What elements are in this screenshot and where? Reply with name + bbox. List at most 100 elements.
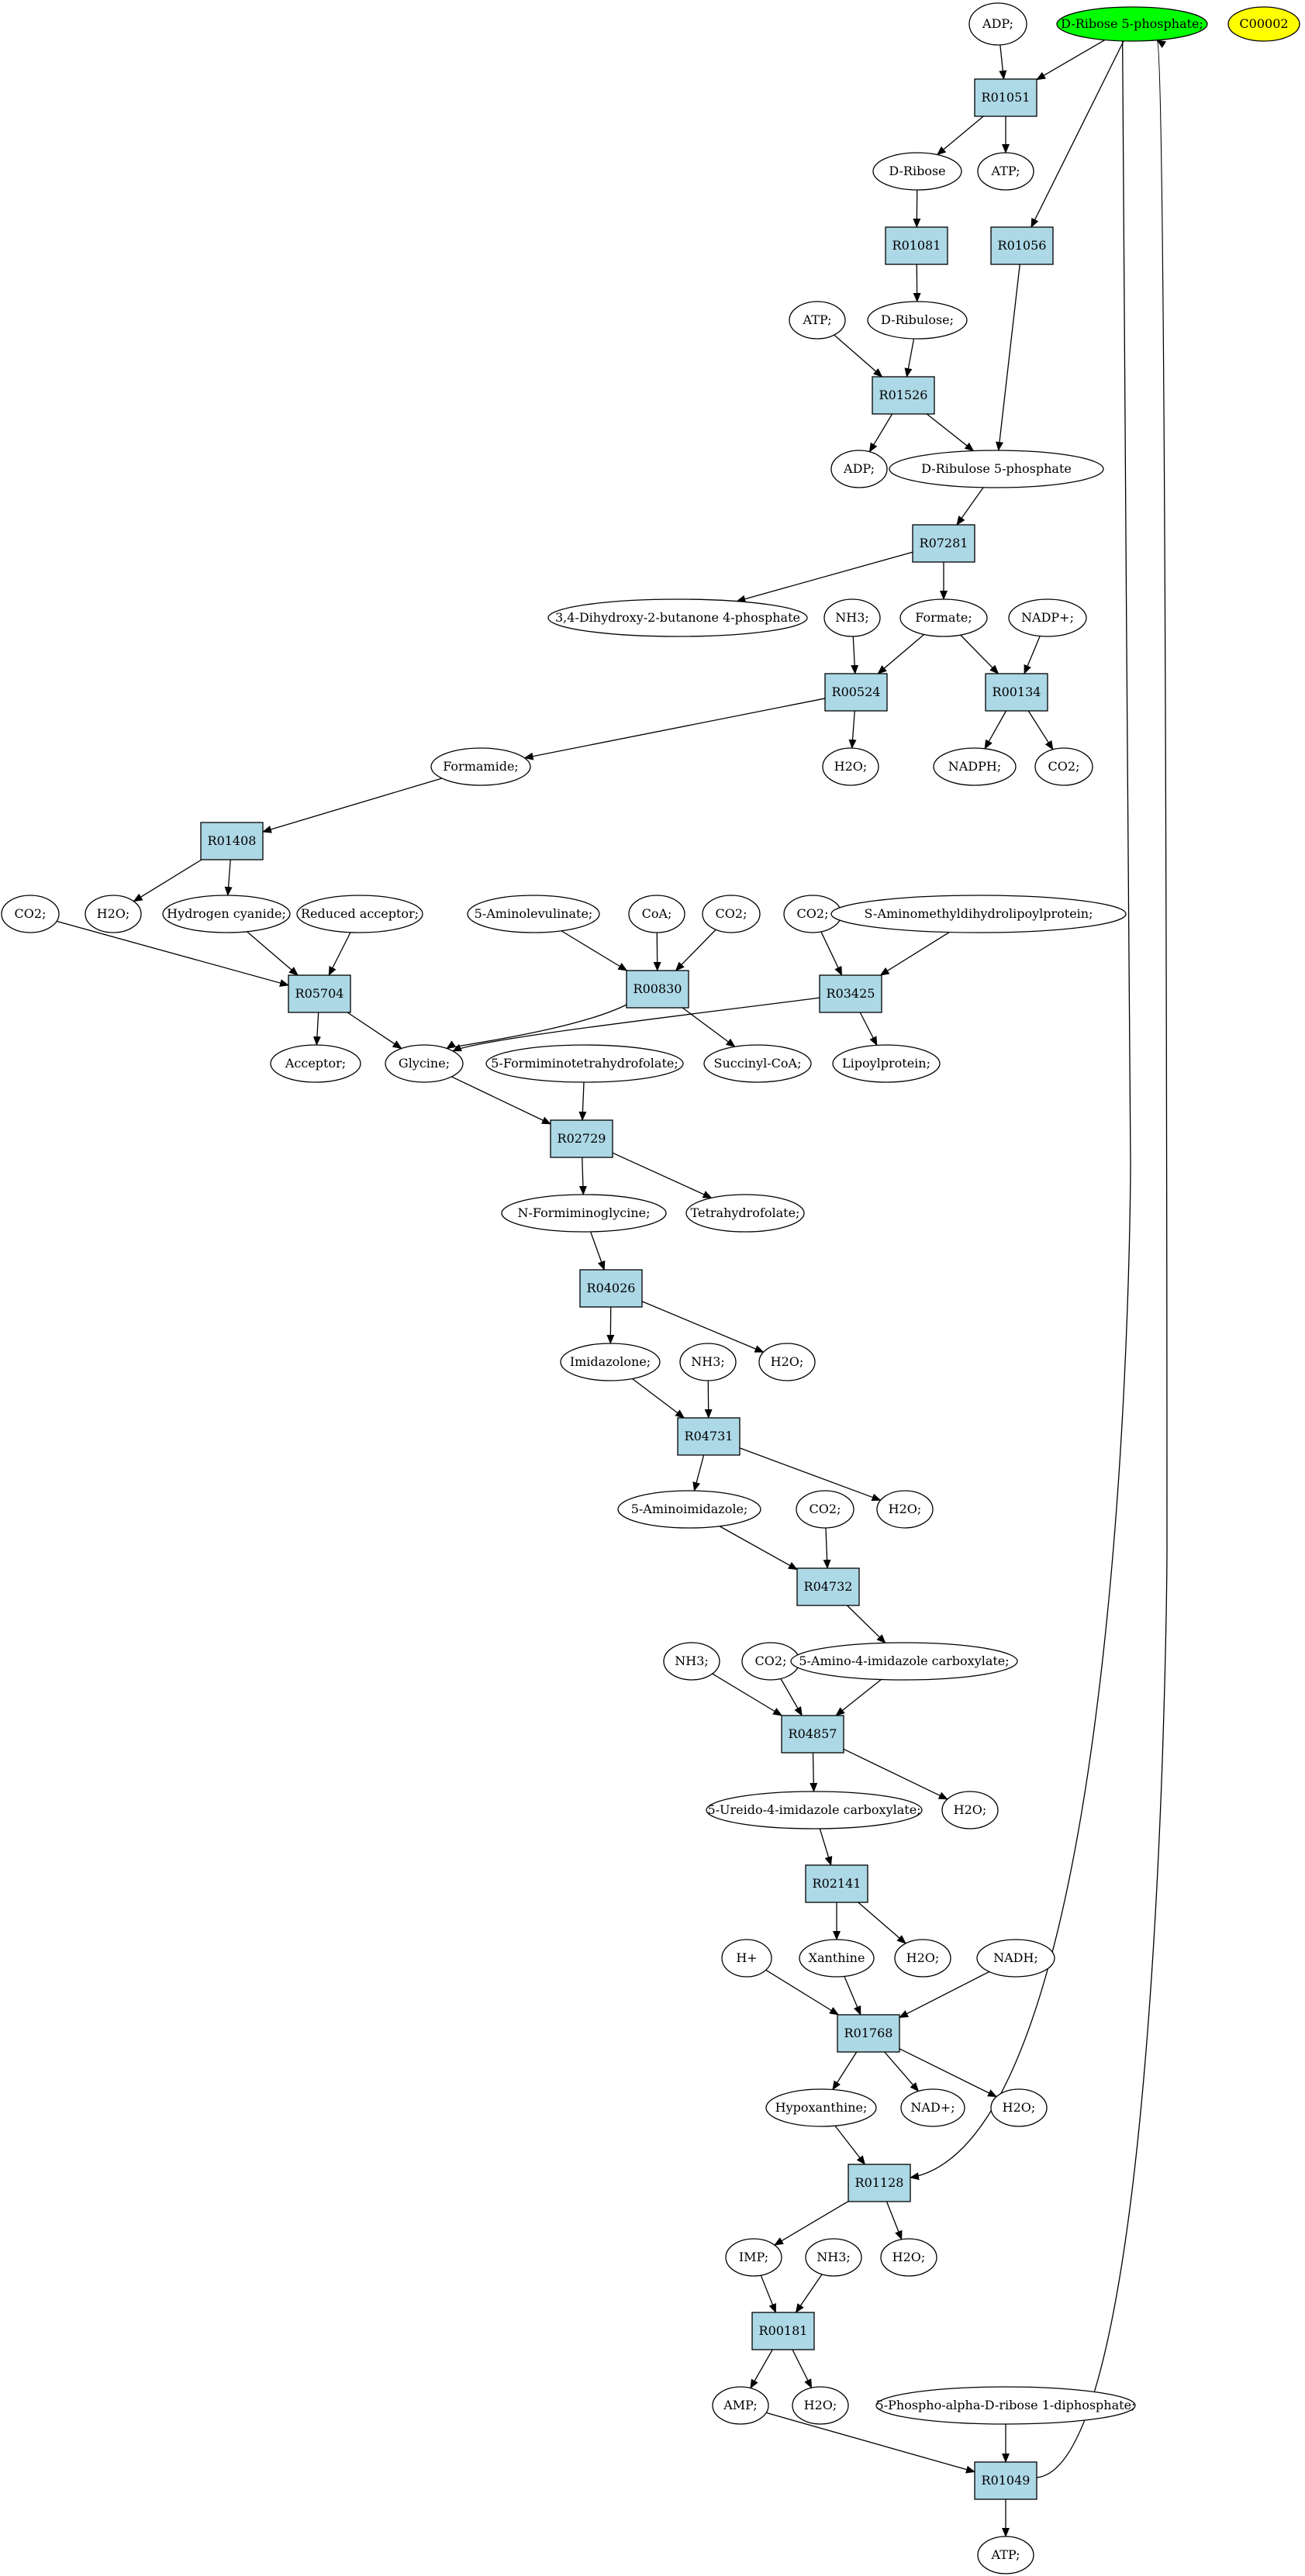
compound-node-succoa[interactable]: Succinyl-CoA;	[703, 1044, 812, 1083]
compound-node-h2o_c[interactable]: H2O;	[758, 1343, 816, 1381]
reaction-node-R02729[interactable]: R02729	[550, 1119, 613, 1158]
compound-node-fithf[interactable]: 5-Formiminotetrahydrofolate;	[485, 1044, 684, 1083]
reaction-box	[824, 673, 888, 712]
edge-nh3a-to-R00524	[851, 636, 859, 674]
compound-node-glycine[interactable]: Glycine;	[385, 1044, 464, 1083]
reaction-node-R01408[interactable]: R01408	[200, 822, 264, 860]
compound-node-h2o_h[interactable]: H2O;	[880, 2238, 937, 2277]
compound-node-redacc[interactable]: Reduced acceptor;	[296, 895, 423, 933]
compound-node-nh3b[interactable]: NH3;	[679, 1343, 737, 1381]
reaction-node-R01056[interactable]: R01056	[990, 226, 1054, 265]
compound-node-co2e[interactable]: CO2;	[796, 1490, 854, 1529]
compound-node-uic[interactable]: 5-Ureido-4-imidazole carboxylate;	[706, 1791, 923, 1829]
reaction-node-R00134[interactable]: R00134	[985, 673, 1048, 712]
reaction-node-R01526[interactable]: R01526	[872, 376, 935, 415]
node-label: H2O;	[834, 759, 868, 774]
compound-node-hypox[interactable]: Hypoxanthine;	[765, 2088, 877, 2127]
compound-node-nh3a[interactable]: NH3;	[823, 598, 881, 637]
compound-node-ru5p[interactable]: D-Ribulose 5-phosphate	[889, 450, 1104, 488]
compound-node-coa[interactable]: CoA;	[628, 895, 685, 933]
compound-node-lipo[interactable]: Lipoylprotein;	[832, 1044, 941, 1083]
compound-node-r5p[interactable]: D-Ribose 5-phosphate;	[1056, 6, 1208, 42]
reaction-box	[200, 822, 264, 860]
compound-node-co2d[interactable]: CO2;	[783, 895, 842, 933]
node-label: H2O;	[892, 2250, 926, 2264]
reaction-node-R04732[interactable]: R04732	[796, 1567, 860, 1606]
reaction-node-R01049[interactable]: R01049	[974, 2461, 1037, 2500]
edge-nh3b-to-R04731	[704, 1380, 713, 1419]
compound-node-nh3c[interactable]: NH3;	[663, 1642, 720, 1681]
compound-node-imp[interactable]: IMP;	[725, 2238, 782, 2277]
compound-node-h2o_i[interactable]: H2O;	[792, 2386, 849, 2425]
compound-node-h2o_a[interactable]: H2O;	[822, 747, 879, 786]
reaction-node-R00524[interactable]: R00524	[824, 673, 888, 712]
compound-node-nadplus[interactable]: NAD+;	[900, 2088, 965, 2127]
compound-node-co2c[interactable]: CO2;	[702, 895, 761, 933]
compound-node-prpp[interactable]: 5-Phospho-alpha-D-ribose 1-diphosphate;	[875, 2386, 1136, 2425]
compound-node-nfg[interactable]: N-Formiminoglycine;	[501, 1194, 667, 1233]
reaction-node-R01081[interactable]: R01081	[885, 226, 948, 265]
compound-node-dhbp[interactable]: 3,4-Dihydroxy-2-butanone 4-phosphate	[547, 598, 808, 637]
compound-node-ala[interactable]: 5-Aminolevulinate;	[467, 895, 600, 933]
compound-node-imid[interactable]: Imidazolone;	[560, 1343, 661, 1381]
compound-ellipse	[990, 2088, 1048, 2127]
compound-node-formamide[interactable]: Formamide;	[430, 747, 531, 786]
node-label: AMP;	[723, 2398, 758, 2412]
compound-node-dribulose[interactable]: D-Ribulose;	[867, 301, 968, 340]
compound-node-h2o_e[interactable]: H2O;	[941, 1791, 999, 1829]
compound-node-acceptor[interactable]: Acceptor;	[270, 1044, 361, 1083]
reaction-node-R03425[interactable]: R03425	[819, 974, 882, 1013]
compound-node-hcn[interactable]: Hydrogen cyanide;	[162, 895, 291, 933]
compound-node-dribose[interactable]: D-Ribose	[872, 152, 962, 191]
compound-ellipse	[822, 747, 879, 786]
compound-node-co2f[interactable]: CO2;	[741, 1642, 800, 1681]
node-label: Reduced acceptor;	[301, 906, 419, 921]
reaction-box	[805, 1864, 868, 1903]
compound-node-co2b[interactable]: CO2;	[1, 895, 60, 933]
compound-node-atp1[interactable]: ATP;	[977, 152, 1034, 191]
reaction-node-R00181[interactable]: R00181	[751, 2312, 815, 2350]
compound-node-atp2[interactable]: ATP;	[789, 301, 846, 340]
compound-node-h2o_b[interactable]: H2O;	[85, 895, 142, 933]
compound-node-h2o_d[interactable]: H2O;	[876, 1490, 934, 1529]
compound-node-nadp[interactable]: NADP+;	[1008, 598, 1087, 637]
edge-R03425-to-lipo	[859, 1012, 878, 1047]
compound-node-adp2[interactable]: ADP;	[830, 450, 888, 488]
edge-R00134-to-nadph	[984, 710, 1007, 750]
reaction-node-R02141[interactable]: R02141	[805, 1864, 868, 1903]
compound-node-aim[interactable]: 5-Aminoimidazole;	[617, 1490, 761, 1529]
compound-node-atp3[interactable]: ATP;	[977, 2536, 1034, 2574]
compound-node-nh3d[interactable]: NH3;	[805, 2238, 862, 2277]
compound-node-amp[interactable]: AMP;	[712, 2386, 769, 2425]
compound-node-amdlp[interactable]: S-Aminomethyldihydrolipoylprotein;	[830, 895, 1127, 933]
compound-node-aic[interactable]: 5-Amino-4-imidazole carboxylate;	[790, 1642, 1018, 1681]
reaction-node-R04731[interactable]: R04731	[677, 1417, 741, 1456]
reaction-node-R07281[interactable]: R07281	[912, 524, 975, 563]
reaction-node-R00830[interactable]: R00830	[626, 970, 689, 1009]
compound-node-adp1[interactable]: ADP;	[968, 2, 1027, 46]
compound-node-h2o_f[interactable]: H2O;	[894, 1939, 951, 1978]
edge-nfg-to-R04026	[590, 1231, 606, 1271]
compound-ellipse	[876, 1490, 934, 1529]
reaction-node-R01051[interactable]: R01051	[974, 78, 1037, 117]
compound-node-nadh[interactable]: NADH;	[976, 1939, 1055, 1978]
compound-node-nadph[interactable]: NADPH;	[933, 747, 1017, 786]
reaction-node-R05704[interactable]: R05704	[288, 974, 351, 1013]
compound-node-hplus[interactable]: H+	[721, 1939, 772, 1978]
reaction-node-R01128[interactable]: R01128	[848, 2164, 911, 2202]
compound-node-formate[interactable]: Formate;	[899, 598, 988, 637]
compound-node-thf[interactable]: Tetrahydrofolate;	[685, 1194, 805, 1233]
reaction-node-R01768[interactable]: R01768	[837, 2014, 900, 2053]
node-label: NADH;	[993, 1950, 1038, 1965]
reaction-node-R04026[interactable]: R04026	[579, 1269, 643, 1308]
reaction-box	[819, 974, 882, 1013]
compound-node-h2o_g[interactable]: H2O;	[990, 2088, 1048, 2127]
node-label: R01408	[208, 833, 257, 848]
edge-hplus-to-R01768	[765, 1969, 840, 2016]
edge-co2c-to-R00830	[675, 929, 716, 971]
compound-node-c00002[interactable]: C00002	[1227, 6, 1300, 42]
compound-ellipse	[872, 152, 962, 191]
reaction-node-R04857[interactable]: R04857	[781, 1715, 844, 1754]
compound-node-xanthine[interactable]: Xanthine	[799, 1939, 875, 1978]
compound-node-co2a[interactable]: CO2;	[1034, 747, 1093, 786]
